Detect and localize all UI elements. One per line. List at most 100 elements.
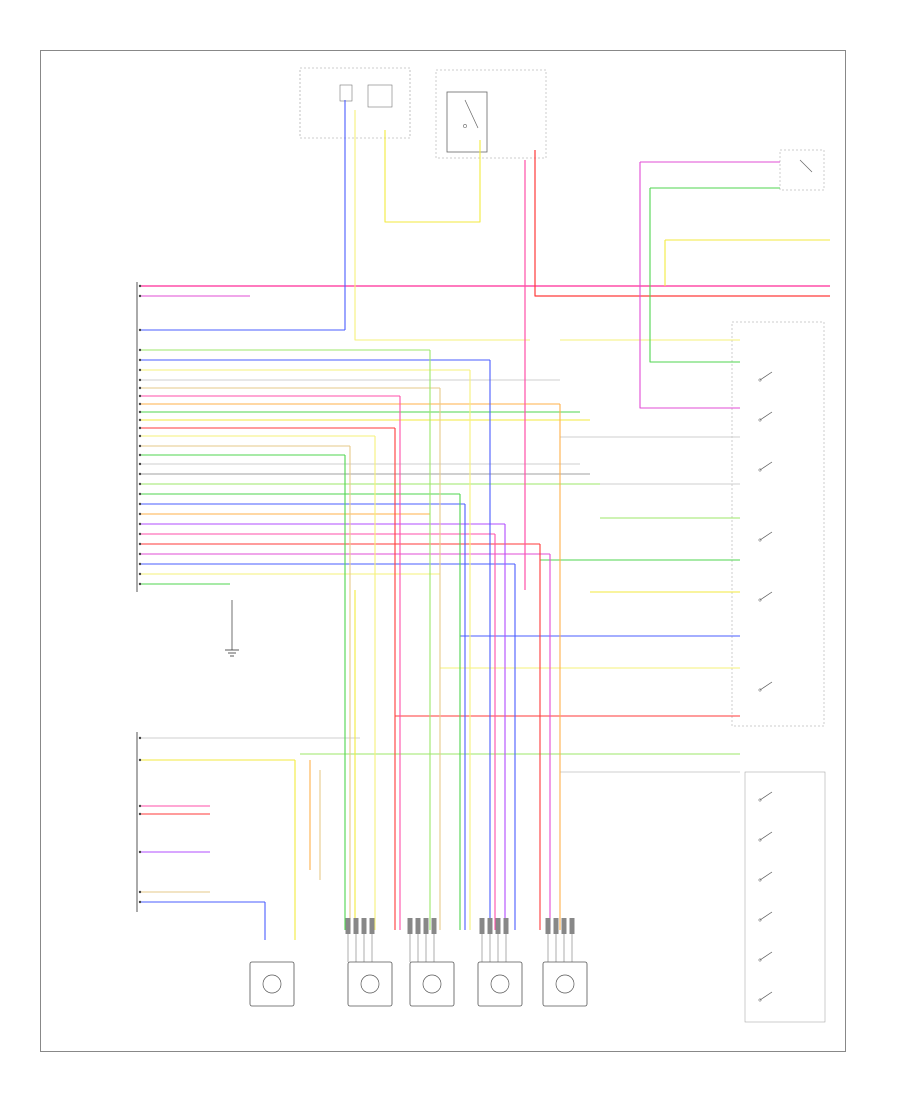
switch-terminal-11 [758, 958, 762, 962]
motor-connector-1-2 [353, 918, 359, 934]
top-right-switch [779, 149, 825, 191]
switch-contact-1 [759, 371, 773, 381]
right-switch-module [731, 321, 826, 1023]
switch-terminal-9 [758, 878, 762, 882]
switch-terminal-6 [758, 688, 762, 692]
left-pin-3 [138, 328, 142, 332]
switch-terminal-5 [758, 598, 762, 602]
switch-contact-7 [759, 791, 773, 801]
left-pin-28 [138, 572, 142, 576]
switch-contact-12 [759, 991, 773, 1001]
left-pin-12 [138, 418, 142, 422]
lower-pin-1 [138, 736, 142, 740]
top-feed-yellow [354, 110, 530, 341]
motor-connector-4-2 [553, 918, 559, 934]
left-pin-20 [138, 492, 142, 496]
switch-terminal-1 [758, 378, 762, 382]
left-pin-24 [138, 532, 142, 536]
motor-connector-4-4 [569, 918, 575, 934]
seat-motors [249, 961, 588, 1007]
motor-connector-4-1 [545, 918, 551, 934]
motor-connector-1-4 [369, 918, 375, 934]
switch-contact-9 [759, 871, 773, 881]
switch-terminal-2 [758, 418, 762, 422]
motor-connector-2-3 [423, 918, 429, 934]
left-pin-17 [138, 462, 142, 466]
switch-contact-5 [759, 591, 773, 601]
switch-contact-4 [759, 531, 773, 541]
switch-terminal-8 [758, 838, 762, 842]
motor-connector-3-3 [495, 918, 501, 934]
left-pin-23 [138, 522, 142, 526]
left-pin-13 [138, 426, 142, 430]
switch-contact-8 [759, 831, 773, 841]
left-pin-8 [138, 386, 142, 390]
seat-motor-2 [347, 961, 393, 1007]
motor-connector-1-1 [345, 918, 351, 934]
motor-connector-3-2 [487, 918, 493, 934]
left-pin-5 [138, 358, 142, 362]
seat-motor-1 [249, 961, 295, 1007]
diagram-border [40, 50, 846, 1052]
left-pin-15 [138, 444, 142, 448]
seat-motor-4-symbol [490, 974, 510, 994]
motor-connector-1-3 [361, 918, 367, 934]
right-feed-magenta [639, 162, 740, 409]
switch-terminal-7 [758, 798, 762, 802]
switch-contact-11 [759, 951, 773, 961]
connector-pins [138, 284, 575, 934]
left-pin-16 [138, 453, 142, 457]
top-fuse-block [299, 67, 411, 139]
left-pin-27 [138, 562, 142, 566]
top-feed-relay [384, 130, 481, 223]
seat-motor-3 [409, 961, 455, 1007]
seat-motor-3-symbol [422, 974, 442, 994]
motor-connector-4-3 [561, 918, 567, 934]
motor-connector-2-4 [431, 918, 437, 934]
left-pin-4 [138, 348, 142, 352]
vertical-wires [264, 100, 830, 962]
left-pin-29 [138, 582, 142, 586]
seat-motor-4 [477, 961, 523, 1007]
switch-contact-6 [759, 681, 773, 691]
switch-contact-3 [759, 461, 773, 471]
left-pin-14 [138, 434, 142, 438]
motor-connector-2-2 [415, 918, 421, 934]
left-pin-18 [138, 472, 142, 476]
left-pin-2 [138, 294, 142, 298]
seat-motor-5 [542, 961, 588, 1007]
left-pin-1 [138, 284, 142, 288]
lower-pin-2 [138, 758, 142, 762]
left-pin-22 [138, 512, 142, 516]
seat-motor-5-symbol [555, 974, 575, 994]
left-pin-11 [138, 410, 142, 414]
ground-symbol [225, 600, 239, 657]
motor-connector-3-1 [479, 918, 485, 934]
lower-pin-7 [138, 900, 142, 904]
left-pin-6 [138, 368, 142, 372]
seat-motor-2-symbol [360, 974, 380, 994]
switch-terminal-12 [758, 998, 762, 1002]
left-pin-7 [138, 378, 142, 382]
switch-contact-10 [759, 911, 773, 921]
motor-connector-2-1 [407, 918, 413, 934]
top-feed-red [534, 150, 830, 297]
left-pin-26 [138, 552, 142, 556]
switch-terminal-3 [758, 468, 762, 472]
lower-pin-3 [138, 804, 142, 808]
lower-pin-5 [138, 850, 142, 854]
left-pin-25 [138, 542, 142, 546]
right-feed-green [649, 188, 740, 363]
switch-terminal-10 [758, 918, 762, 922]
lower-pin-6 [138, 890, 142, 894]
left-pin-21 [138, 502, 142, 506]
switch-contact-2 [759, 411, 773, 421]
motor-connector-3-4 [503, 918, 509, 934]
left-pin-10 [138, 402, 142, 406]
left-pin-9 [138, 394, 142, 398]
seat-motor-1-symbol [262, 974, 282, 994]
left-pin-19 [138, 482, 142, 486]
lower-pin-4 [138, 812, 142, 816]
